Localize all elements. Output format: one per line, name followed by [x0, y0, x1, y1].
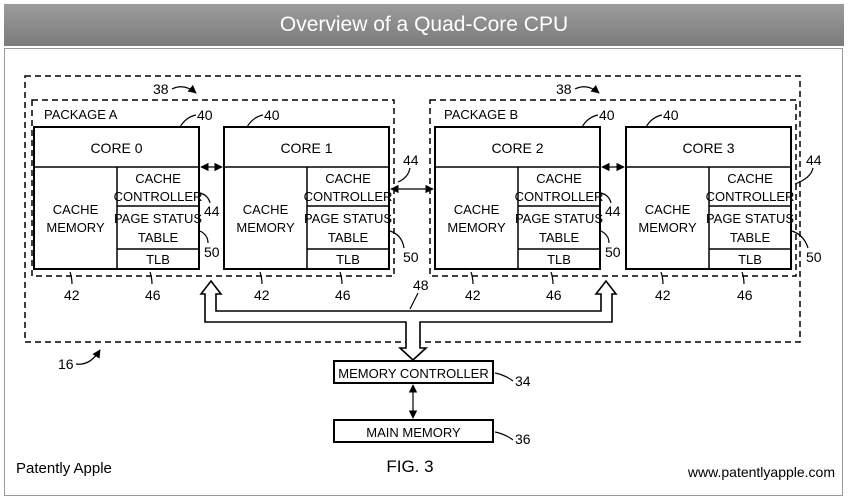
ref-36: 36 — [515, 431, 531, 447]
ref-42-core-1: 42 — [254, 287, 270, 303]
core-0-page-status-line2: TABLE — [138, 230, 179, 245]
core-3-ref: 40 — [663, 107, 679, 123]
page-title: Overview of a Quad-Core CPU — [4, 4, 844, 46]
package-b-ref: 38 — [556, 81, 572, 97]
ref-50-core-0: 50 — [204, 244, 220, 260]
ref-44-core-1-leader — [397, 167, 411, 183]
ref-50-core-3-leader — [791, 230, 809, 249]
tlb-refs: 46 46 46 46 — [145, 271, 753, 303]
ref-46-core-2: 46 — [546, 287, 562, 303]
core-1-cache-memory-line2: MEMORY — [236, 220, 295, 235]
core-3-tlb: TLB — [738, 252, 762, 267]
core-0-tlb: TLB — [146, 252, 170, 267]
ref-50-core-0-leader — [199, 230, 209, 244]
ref-44-core-0: 44 — [204, 203, 220, 219]
core-1-ref: 40 — [264, 107, 280, 123]
core-1-cache-memory-line1: CACHE — [243, 202, 289, 217]
package-b-label: PACKAGE B — [444, 107, 518, 122]
package-a-ref: 38 — [153, 81, 169, 97]
core-2-page-status-line2: TABLE — [539, 230, 580, 245]
main-memory-box — [333, 419, 494, 443]
ref-16: 16 — [58, 356, 74, 372]
core-2-tlb: TLB — [547, 252, 571, 267]
core-2: CORE 2 CACHE MEMORY CACHE CONTROLLER PAG… — [434, 126, 604, 270]
core-2-ref-leader — [581, 114, 599, 128]
footer-brand: Patently Apple — [16, 460, 112, 477]
core-0-title: CORE 0 — [90, 140, 142, 156]
ref-16-leader — [75, 349, 101, 365]
ref-46-core-1: 46 — [335, 287, 351, 303]
core-1-cache-controller-line1: CACHE — [325, 171, 371, 186]
ref-44-core-3-leader — [794, 167, 814, 185]
core-0-cache-memory-line1: CACHE — [53, 202, 99, 217]
system-bus — [199, 279, 618, 362]
ref-44-core-1: 44 — [403, 152, 419, 168]
core-1-page-status-line1: PAGE STATUS — [304, 211, 392, 226]
ref-46-core-3: 46 — [737, 287, 753, 303]
package-b-ref-leader — [574, 84, 600, 94]
ref-50-core-1: 50 — [403, 249, 419, 265]
core-3-cache-controller-line1: CACHE — [727, 171, 773, 186]
ref-34-leader — [494, 372, 514, 382]
core-1-title: CORE 1 — [280, 140, 332, 156]
core-3-page-status-line1: PAGE STATUS — [706, 211, 794, 226]
core-2-page-status-line1: PAGE STATUS — [515, 211, 603, 226]
ref-42-core-0: 42 — [64, 287, 80, 303]
core-3-cache-controller-line2: CONTROLLER — [706, 189, 795, 204]
core-3-cache-memory-line1: CACHE — [645, 202, 691, 217]
figure-label: FIG. 3 — [386, 457, 433, 476]
core-0: CORE 0 CACHE MEMORY CACHE CONTROLLER PAG… — [33, 126, 203, 270]
memory-controller-box — [333, 360, 494, 384]
memory-controller-label: MEMORY CONTROLLER — [338, 366, 489, 381]
ref-34: 34 — [515, 373, 531, 389]
cache-memory-refs: 42 42 42 42 — [64, 271, 671, 303]
core-0-cache-memory-line2: MEMORY — [46, 220, 105, 235]
footer-url: www.patentlyapple.com — [687, 464, 835, 480]
core-3-cache-memory-line2: MEMORY — [638, 220, 697, 235]
package-a-label: PACKAGE A — [44, 107, 118, 122]
core-3-title: CORE 3 — [682, 140, 734, 156]
diagram-frame — [4, 48, 843, 496]
core-2-cache-controller-line1: CACHE — [536, 171, 582, 186]
core-1: CORE 1 CACHE MEMORY CACHE CONTROLLER PAG… — [223, 126, 393, 270]
ref-36-leader — [494, 431, 514, 441]
core-2-cache-memory-line2: MEMORY — [447, 220, 506, 235]
ref-48-leader — [409, 292, 419, 310]
ref-44-core-3: 44 — [806, 152, 822, 168]
ref-44-core-0-leader — [199, 192, 211, 204]
core-2-ref: 40 — [599, 107, 615, 123]
core-0-page-status-line1: PAGE STATUS — [114, 211, 202, 226]
ref-48: 48 — [413, 277, 429, 293]
core-0-cache-controller-line1: CACHE — [135, 171, 181, 186]
core-1-page-status-line2: TABLE — [328, 230, 369, 245]
core-0-ref: 40 — [197, 107, 213, 123]
core-1-ref-leader — [246, 114, 264, 128]
core-2-title: CORE 2 — [491, 140, 543, 156]
core-2-cache-controller-line2: CONTROLLER — [515, 189, 604, 204]
ref-50-core-1-leader — [389, 230, 405, 249]
ref-46-core-0: 46 — [145, 287, 161, 303]
core-1-cache-controller-line2: CONTROLLER — [304, 189, 393, 204]
ref-42-core-3: 42 — [655, 287, 671, 303]
core-1-tlb: TLB — [336, 252, 360, 267]
ref-44-core-2-leader — [600, 192, 612, 204]
ref-44-core-2: 44 — [605, 203, 621, 219]
package-a-ref-leader — [171, 84, 197, 94]
core-3: CORE 3 CACHE MEMORY CACHE CONTROLLER PAG… — [625, 126, 795, 270]
main-memory-label: MAIN MEMORY — [366, 425, 461, 440]
core-0-cache-controller-line2: CONTROLLER — [114, 189, 203, 204]
ref-42-core-2: 42 — [465, 287, 481, 303]
core-3-page-status-line2: TABLE — [730, 230, 771, 245]
ref-50-core-2-leader — [600, 230, 610, 244]
core-0-ref-leader — [179, 114, 197, 128]
core-3-ref-leader — [645, 114, 663, 128]
core-2-cache-memory-line1: CACHE — [454, 202, 500, 217]
ref-50-core-2: 50 — [605, 244, 621, 260]
ref-50-core-3: 50 — [806, 249, 822, 265]
